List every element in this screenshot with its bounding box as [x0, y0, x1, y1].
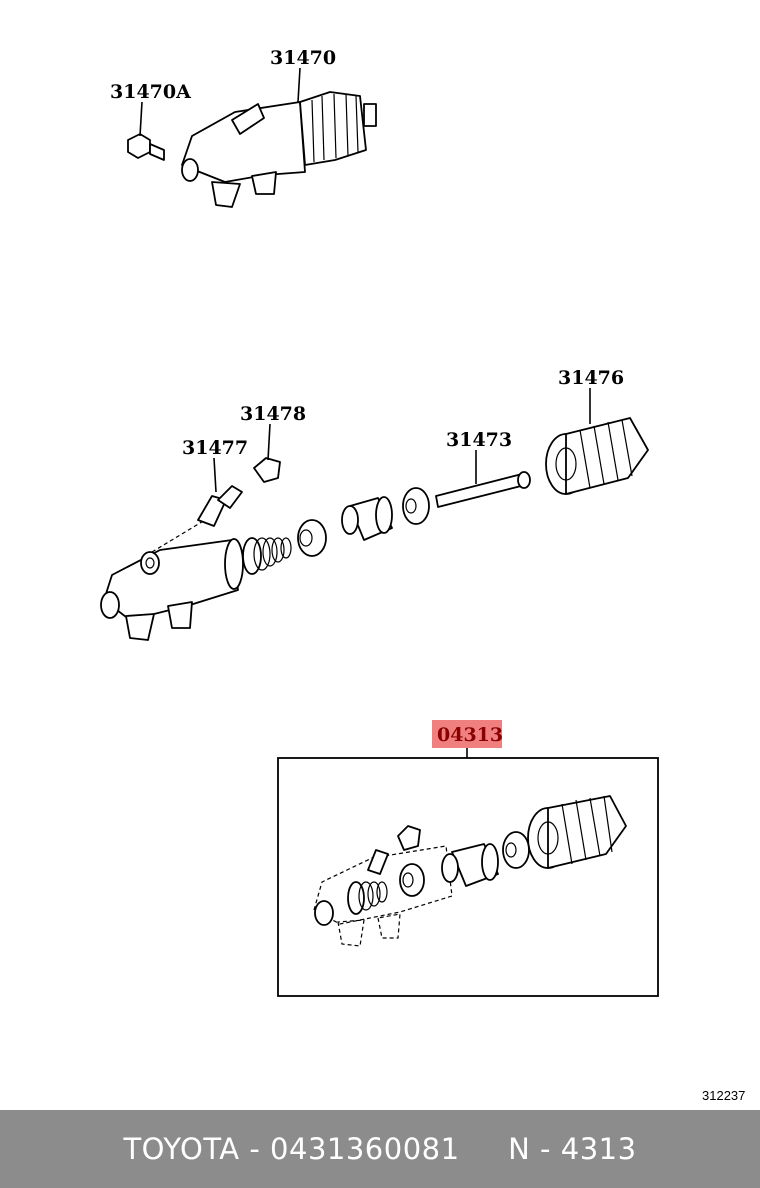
kit-spring[interactable] — [347, 881, 388, 915]
kit-piston-seal[interactable] — [502, 831, 530, 869]
kit-boot[interactable] — [527, 795, 627, 869]
parts-diagram: 31470 31470A — [100, 47, 745, 1103]
footer-bar: TOYOTA - 0431360081 N - 4313 — [0, 1110, 760, 1188]
spring[interactable] — [242, 537, 292, 575]
piston[interactable] — [341, 496, 393, 541]
highlight-label-bg — [432, 720, 502, 748]
bleeder-cap[interactable] — [253, 457, 281, 483]
bleeder-plug[interactable] — [197, 485, 243, 527]
label-bleeder-plug: 31477 — [182, 437, 248, 459]
label-boot: 31476 — [558, 367, 624, 389]
kit-piston-cup[interactable] — [399, 863, 425, 897]
bolt[interactable] — [127, 133, 165, 161]
push-rod[interactable] — [435, 471, 531, 508]
release-cylinder-assembly[interactable] — [181, 91, 377, 208]
label-bolt: 31470A — [110, 81, 191, 103]
piston-cup[interactable] — [297, 519, 327, 557]
footer-part-number: TOYOTA - 0431360081 N - 4313 — [123, 1132, 637, 1166]
label-repair-kit[interactable]: 04313 — [437, 724, 503, 746]
kit-piston[interactable] — [441, 843, 499, 887]
diagram-id: 312237 — [702, 1088, 745, 1103]
repair-kit-box[interactable] — [277, 757, 659, 997]
kit-cap[interactable] — [397, 825, 421, 851]
label-cap: 31478 — [240, 403, 306, 425]
cylinder-body[interactable] — [100, 538, 244, 641]
boot[interactable] — [545, 417, 649, 495]
label-cylinder-assy: 31470 — [270, 47, 336, 69]
kit-bleeder-plug[interactable] — [367, 849, 389, 875]
label-push-rod: 31473 — [446, 429, 512, 451]
piston-seal[interactable] — [402, 487, 430, 525]
